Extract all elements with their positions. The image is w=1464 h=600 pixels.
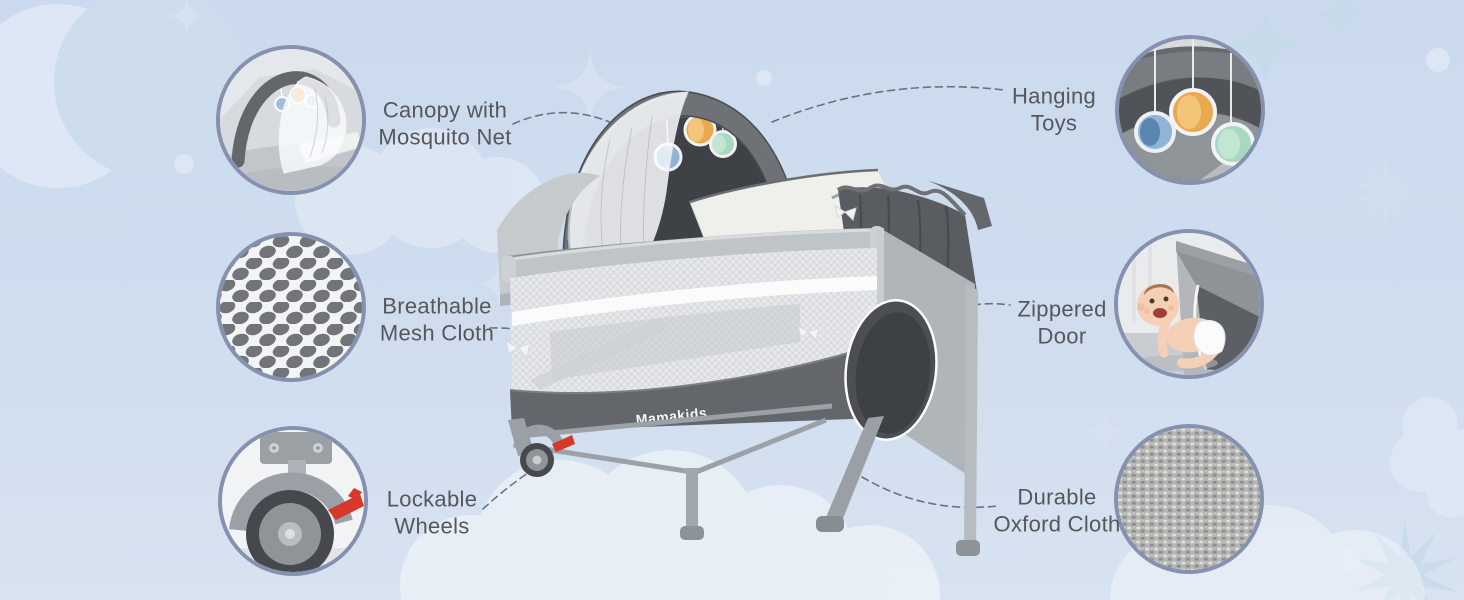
thumbnail-mesh	[216, 232, 366, 382]
feature-label-wheels: Lockable Wheels	[386, 486, 478, 539]
flower-shape	[1390, 397, 1464, 518]
ribbon-ties	[505, 204, 857, 359]
leader-toys	[771, 85, 1005, 123]
mesh-panel	[510, 248, 878, 395]
thumbnail-canopy	[216, 45, 366, 195]
feature-label-canopy: Canopy with Mosquito Net	[378, 97, 512, 150]
cloud-bottom-left	[400, 450, 940, 600]
lockable-wheel	[513, 424, 575, 477]
wheel-thumb-illustration	[222, 430, 364, 572]
moon-icon	[0, 0, 246, 188]
dots	[174, 48, 1450, 573]
feature-label-toys: Hanging Toys	[1011, 83, 1097, 136]
canopy-thumb-illustration	[220, 49, 362, 191]
side-panel-door	[844, 228, 980, 556]
door-thumb-illustration	[1118, 233, 1260, 375]
feature-label-door: Zippered Door	[1017, 296, 1107, 349]
thumbnail-toys	[1115, 35, 1265, 185]
leader-oxford	[861, 476, 998, 509]
leader-wheels	[482, 461, 546, 510]
thumbnail-door	[1114, 229, 1264, 379]
thumbnail-wheels	[218, 426, 368, 576]
wheel-thumb-lever	[328, 494, 364, 520]
toys-thumb-illustration	[1119, 39, 1261, 181]
playard-product-photo: Mamakids	[497, 90, 992, 556]
mesh-thumb-texture	[220, 236, 362, 378]
wheel-lock-lever	[552, 435, 575, 452]
feature-label-mesh: Breathable Mesh Cloth	[379, 293, 495, 346]
feature-label-oxford: Durable Oxford Cloth	[993, 484, 1121, 537]
thumbnail-oxford	[1114, 424, 1264, 574]
cloud-left	[295, 128, 546, 255]
oxford-thumb-texture	[1118, 428, 1260, 570]
frame-legs	[508, 403, 884, 540]
